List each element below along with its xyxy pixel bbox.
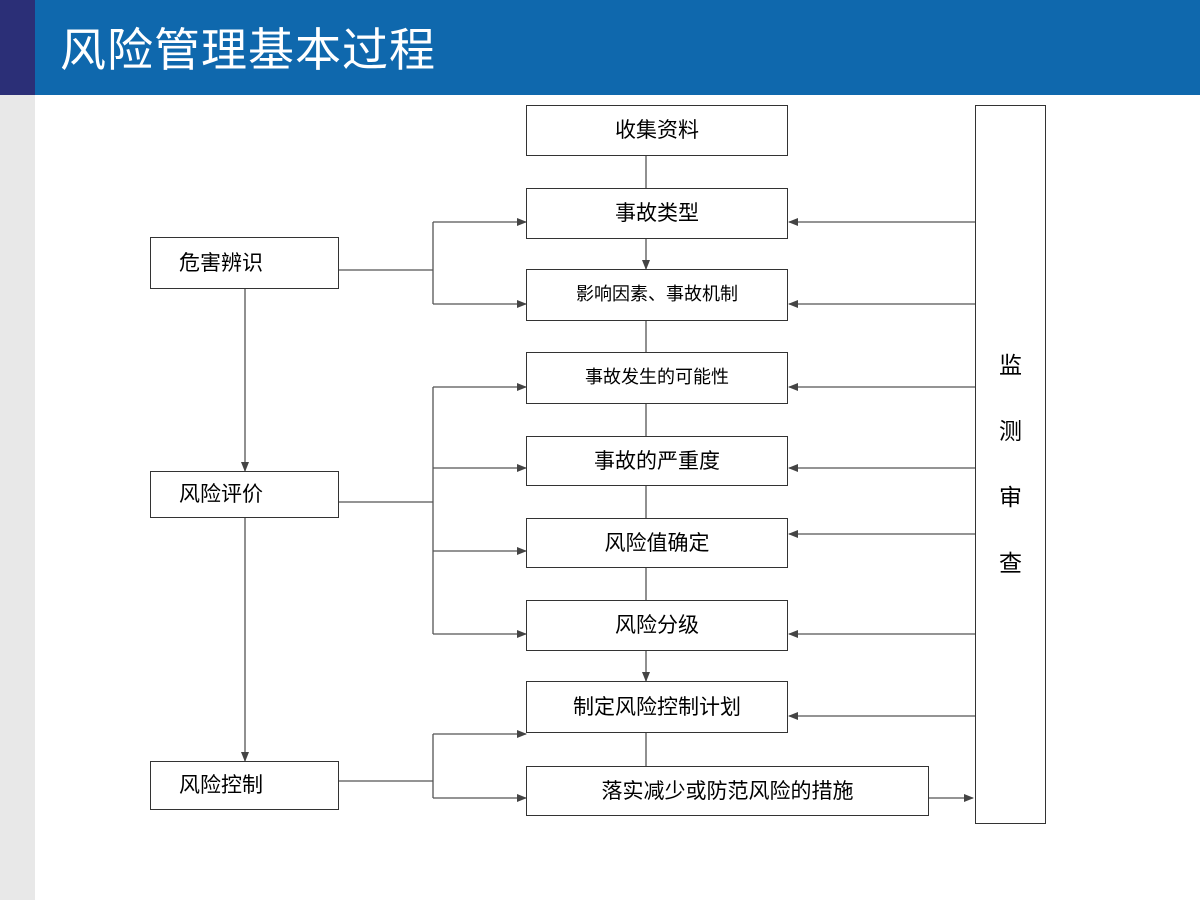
step-risk-value: 风险值确定 — [526, 518, 788, 568]
step-collect-data: 收集资料 — [526, 105, 788, 156]
phase-risk-evaluation: 风险评价 — [150, 471, 339, 518]
step-factors-mechanism: 影响因素、事故机制 — [526, 269, 788, 321]
monitor-char: 测 — [999, 418, 1022, 445]
monitor-char: 监 — [999, 352, 1022, 379]
step-control-plan: 制定风险控制计划 — [526, 681, 788, 733]
step-accident-type: 事故类型 — [526, 188, 788, 239]
header-bar — [35, 0, 1200, 95]
step-implement-measures: 落实减少或防范风险的措施 — [526, 766, 929, 816]
step-risk-grading: 风险分级 — [526, 600, 788, 651]
header-accent-block — [0, 0, 35, 95]
monitor-review-column: 监 测 审 查 — [975, 105, 1046, 824]
phase-risk-control: 风险控制 — [150, 761, 339, 810]
step-likelihood: 事故发生的可能性 — [526, 352, 788, 404]
monitor-char: 查 — [999, 550, 1022, 577]
page-title: 风险管理基本过程 — [60, 23, 436, 77]
left-sidebar-strip — [0, 0, 35, 900]
monitor-char: 审 — [999, 484, 1022, 511]
step-severity: 事故的严重度 — [526, 436, 788, 486]
phase-hazard-identification: 危害辨识 — [150, 237, 339, 289]
